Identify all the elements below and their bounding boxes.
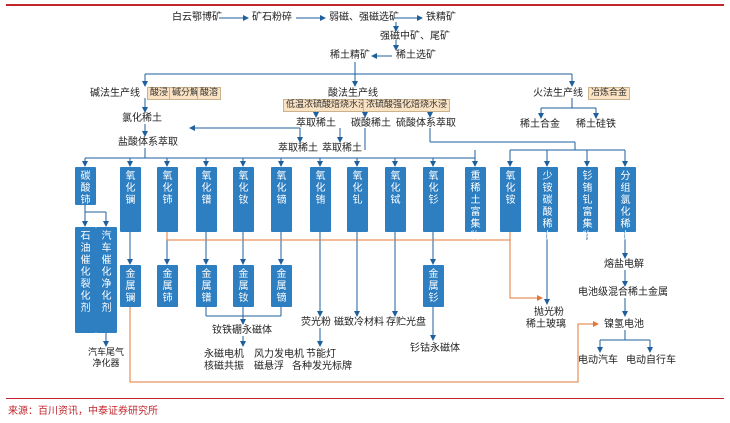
tag-acid-1: 浓硫酸强化焙烧水浸 <box>363 99 451 112</box>
label-concentrate: 稀土精矿 <box>330 50 370 61</box>
box-eu-oxide: 氧化铕 <box>310 167 331 232</box>
box-dy-metal: 金属镝 <box>271 265 292 307</box>
label-polish: 抛光粉 <box>534 307 564 318</box>
box-nh-oxide: 氧化铵 <box>500 167 521 232</box>
label-nimh: 镍氢电池 <box>604 319 644 330</box>
label-chloride: 氯化稀土 <box>122 113 162 124</box>
label-smco: 钐钴永磁体 <box>410 343 460 354</box>
label-acid-line: 酸法生产线 <box>328 88 378 99</box>
box-sm-oxide: 氧化钐 <box>423 167 444 232</box>
box-pr-oxide: 氧化镨 <box>196 167 217 232</box>
box-carbonate-ce: 碳酸铈 <box>75 167 96 206</box>
label-optical: 存贮光盘 <box>386 317 426 328</box>
box-tb-oxide: 氧化铽 <box>385 167 406 232</box>
box-gd-oxide: 氧化钆 <box>347 167 368 232</box>
box-smeugd: 钐铕钆富集物 <box>577 167 598 242</box>
box-auto-catalyst: 汽车催化净化剂 <box>96 227 117 333</box>
label-magnetic: 弱磁、强磁选矿 <box>329 12 399 23</box>
label-ev: 电动汽车 <box>578 355 618 366</box>
label-resonance: 核磁共振 磁悬浮 <box>204 361 284 372</box>
label-molten: 熔盐电解 <box>604 259 644 270</box>
tag-alkali-0: 酸浸 <box>147 87 172 100</box>
box-oil-catalyst: 石油催化裂化剂 <box>75 227 96 333</box>
label-alkali-line: 碱法生产线 <box>90 88 140 99</box>
label-phosphor: 荧光粉 <box>301 317 331 328</box>
label-extract-3: 萃取稀土 <box>322 143 362 154</box>
tag-fire-0: 冶炼合金 <box>588 87 631 100</box>
label-extract-1: 萃取稀土 <box>296 118 336 129</box>
label-baiyun: 白云鄂博矿 <box>172 12 222 23</box>
box-sm-metal: 金属钐 <box>423 265 444 307</box>
box-carbonate-re: 少铵碳酸稀土 <box>537 167 558 242</box>
bottom-rule <box>6 398 724 399</box>
source-note: 来源：百川资讯，中泰证券研究所 <box>8 406 158 417</box>
label-mixmetal: 电池级混合稀土金属 <box>578 287 668 298</box>
label-motor: 永磁电机 风力发电机 <box>204 349 304 360</box>
label-lamp2: 各种发光标牌 <box>292 361 352 372</box>
label-silicon-fe: 稀土硅铁 <box>576 119 616 130</box>
tag-alkali-1: 碱分解 <box>169 87 203 100</box>
label-crush: 矿石粉碎 <box>252 12 292 23</box>
label-hcl-extract: 盐酸体系萃取 <box>118 137 178 148</box>
tag-alkali-2: 酸溶 <box>197 87 222 100</box>
label-ebike: 电动自行车 <box>626 355 676 366</box>
label-reflot: 稀土选矿 <box>396 50 436 61</box>
label-carbonate-re: 碳酸稀土 <box>351 118 391 129</box>
box-ce-metal: 金属铈 <box>157 265 178 307</box>
label-extract-2: 萃取稀土 <box>278 143 318 154</box>
label-magcool: 磁致冷材料 <box>334 317 384 328</box>
label-alloy: 稀土合金 <box>520 119 560 130</box>
label-lamp: 节能灯 <box>306 349 336 360</box>
box-group-chloride: 分组氯化稀土 <box>615 167 636 242</box>
label-glass: 稀土玻璃 <box>526 319 566 330</box>
box-ce-oxide: 氧化铈 <box>157 167 178 232</box>
label-sulfate-extract: 硫酸体系萃取 <box>396 118 456 129</box>
box-heavy-re: 重稀土富集物 <box>465 167 486 242</box>
label-exhaust: 汽车尾气 净化器 <box>88 348 125 369</box>
top-rule <box>6 4 724 6</box>
box-nd-metal: 金属钕 <box>233 265 254 307</box>
label-iron: 铁精矿 <box>426 12 456 23</box>
label-fire-line: 火法生产线 <box>533 88 583 99</box>
tag-acid-0: 低温浓硫酸焙烧水浸 <box>283 99 371 112</box>
box-dy-oxide: 氧化镝 <box>271 167 292 232</box>
box-pr-metal: 金属镨 <box>196 265 217 307</box>
box-la-metal: 金属镧 <box>120 265 141 307</box>
box-nd-oxide: 氧化钕 <box>233 167 254 232</box>
label-ndfeb: 钕铁硼永磁体 <box>212 325 272 336</box>
label-tailing: 强磁中矿、尾矿 <box>380 31 450 42</box>
box-la-oxide: 氧化镧 <box>120 167 141 232</box>
